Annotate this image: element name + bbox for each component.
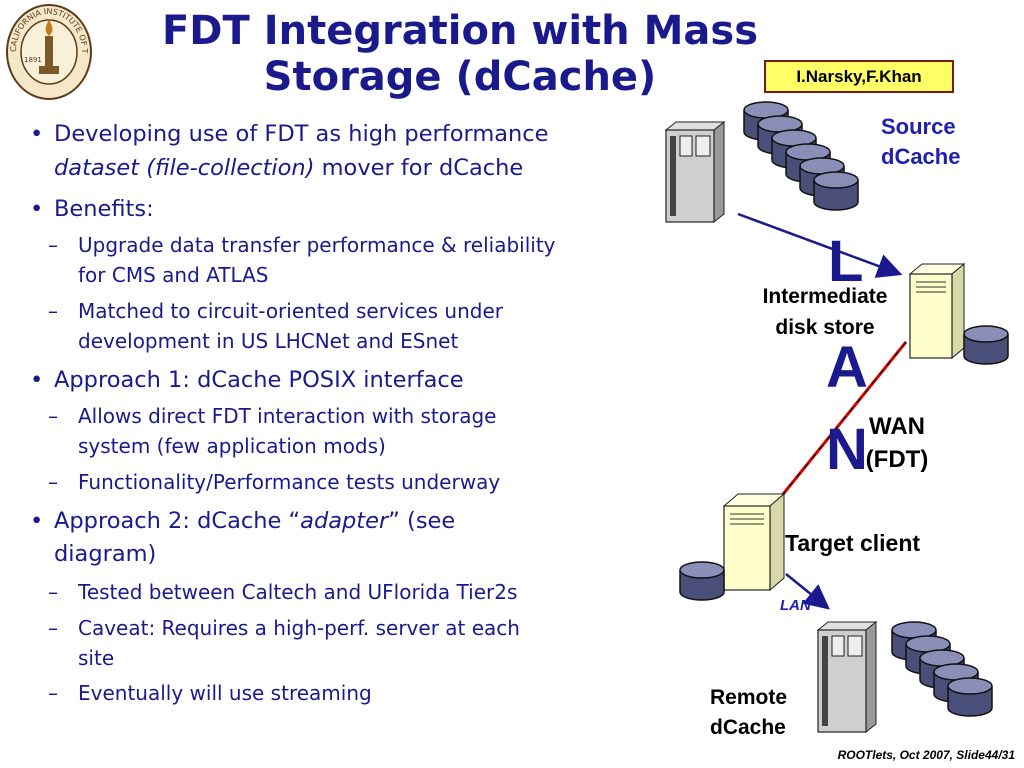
bullet-text-cont: dataset (file-collection) mover for dCac… (54, 152, 523, 184)
italic-dataset: dataset (file-collection) (54, 155, 315, 181)
remote-label-line1: Remote (710, 686, 788, 709)
slide-title: FDT Integration with Mass Storage (dCach… (100, 8, 820, 100)
intermediate-server-icon (908, 262, 966, 360)
target-server-icon (722, 492, 786, 592)
wan-label-line2: (FDT) (865, 446, 929, 473)
sub-bullet-text: Upgrade data transfer performance & reli… (78, 233, 556, 257)
wan-link-dash (779, 341, 907, 499)
approach2-post: ” (see (388, 508, 456, 534)
sub-bullet-text: for CMS and ATLAS (78, 263, 269, 287)
sub-bullet-text: Tested between Caltech and UFlorida Tier… (78, 580, 518, 604)
source-label-line2: dCache (881, 144, 961, 169)
approach2-pre: Approach 2: dCache “ (54, 508, 301, 534)
title-line-1: FDT Integration with Mass (161, 8, 758, 54)
intermediate-label-line1: Intermediate (762, 285, 888, 308)
intermediate-disk-label: Intermediate disk store (745, 281, 905, 343)
lan-letter-a: A (826, 335, 868, 400)
wan-label-line1: WAN (869, 413, 925, 440)
sub-bullet-text: Functionality/Performance tests underway (78, 470, 501, 494)
approach2-adapter: adapter (300, 508, 389, 534)
remote-dcache-label: Remote dCache (710, 683, 787, 743)
sub-bullet-text: system (few application mods) (78, 434, 386, 458)
bullet-mark: • (30, 508, 44, 534)
dash-mark: – (48, 299, 58, 323)
bullet-text: Approach 1: dCache POSIX interface (54, 367, 464, 393)
remote-disk-stack-icon (891, 621, 993, 717)
svg-text:1891: 1891 (24, 56, 42, 64)
sub-bullet-text: Allows direct FDT interaction with stora… (78, 404, 497, 428)
sub-bullet-text: Eventually will use streaming (78, 681, 372, 705)
source-dcache-label: Source dCache (881, 112, 960, 172)
sub-bullet-text: Caveat: Requires a high-perf. server at … (78, 616, 520, 640)
bullet-mark: • (30, 121, 44, 147)
dash-mark: – (48, 233, 58, 257)
dash-mark: – (48, 470, 58, 494)
sub-bullet-text: Matched to circuit-oriented services und… (78, 299, 503, 323)
target-disk-icon (679, 561, 725, 601)
slide-footer: ROOTlets, Oct 2007, Slide44/31 (837, 748, 1015, 762)
author-credits: I.Narsky,F.Khan (764, 60, 954, 93)
lan-letter-l: L (828, 229, 864, 294)
dash-mark: – (48, 616, 58, 640)
source-server-icon (664, 120, 726, 224)
lan-small-label: LAN (780, 597, 811, 614)
sub-bullet-text: site (78, 646, 115, 670)
intermediate-disk-icon (963, 325, 1009, 365)
title-line-2: Storage (dCache) (263, 54, 657, 100)
remote-label-line2: dCache (710, 716, 786, 739)
target-to-remote-arrow (785, 573, 830, 610)
bullet-mark: • (30, 367, 44, 393)
remote-server-icon (816, 620, 878, 734)
bullet-text: Benefits: (54, 196, 154, 222)
dash-mark: – (48, 580, 58, 604)
bullet-text-cont: diagram) (54, 541, 157, 567)
dash-mark: – (48, 404, 58, 428)
mover-text: mover for dCache (314, 155, 524, 181)
sub-bullet-text: development in US LHCNet and ESnet (78, 329, 459, 353)
caltech-seal-logo: CALIFORNIA INSTITUTE OF TECHNOLOGY 1891 (4, 2, 92, 100)
source-label-line1: Source (881, 114, 956, 139)
source-to-intermediate-arrow (737, 212, 903, 278)
bullet-mark: • (30, 196, 44, 222)
target-client-label: Target client (785, 530, 921, 556)
wan-fdt-label: WAN (FDT) (852, 410, 942, 476)
intermediate-label-line2: disk store (775, 316, 875, 339)
bullet-text: Developing use of FDT as high performanc… (54, 121, 549, 147)
source-disk-stack-icon (743, 101, 859, 211)
lan-letter-n: N (826, 417, 868, 482)
bullet-text: Approach 2: dCache “adapter” (see (54, 505, 455, 537)
dash-mark: – (48, 681, 58, 705)
